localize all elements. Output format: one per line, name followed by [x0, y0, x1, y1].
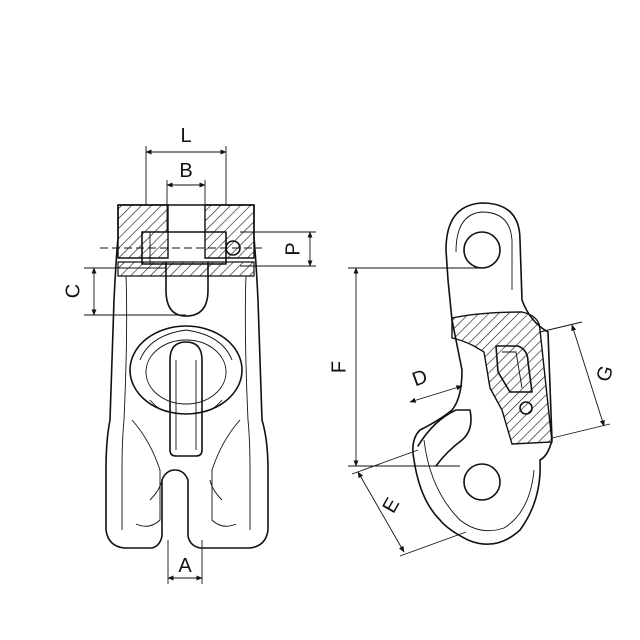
front-body-outline: [105, 204, 269, 549]
front-slot: [165, 261, 209, 317]
label-A: A: [178, 555, 192, 577]
side-latch-pin: [519, 401, 533, 415]
front-collar: [129, 325, 243, 415]
label-C: C: [62, 284, 84, 298]
side-body-outline: [412, 202, 553, 546]
dimension-B: B: [166, 160, 206, 232]
front-central-link: [169, 341, 203, 457]
dimension-D: D: [409, 366, 463, 403]
dimension-G: G: [539, 321, 618, 439]
front-view: [100, 204, 269, 549]
dimension-L: L: [145, 125, 227, 205]
side-view: [412, 202, 553, 546]
label-P: P: [282, 242, 304, 255]
label-D: D: [409, 366, 430, 392]
label-G: G: [592, 363, 618, 385]
front-top-right-block: [204, 204, 255, 259]
label-B: B: [179, 160, 192, 182]
side-latch-window: [495, 345, 533, 393]
label-F: F: [328, 361, 350, 373]
side-lower-eye: [463, 463, 501, 501]
dimension-A: A: [167, 540, 203, 584]
label-L: L: [180, 125, 191, 147]
side-top-eye: [463, 231, 501, 269]
dimension-P: P: [240, 231, 316, 267]
dimension-C: C: [62, 267, 186, 316]
dimension-F: F: [328, 267, 480, 467]
